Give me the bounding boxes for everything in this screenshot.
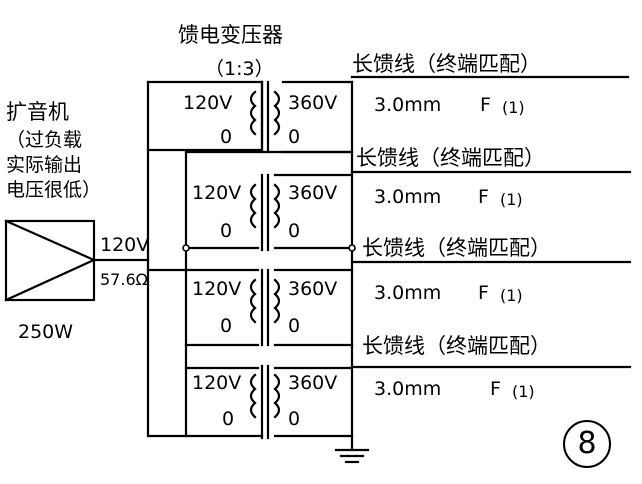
- t3-wire-size: 3.0mm: [374, 282, 442, 304]
- amplifier-label: 扩音机: [6, 100, 69, 124]
- t3-fuse-sub: (1): [500, 286, 523, 305]
- t1-fuse: F: [480, 94, 491, 116]
- amplifier-box: [4, 219, 96, 302]
- amplifier-output-voltage: 120V: [100, 234, 150, 256]
- transformer-3: [184, 246, 354, 347]
- t4-wire-size: 3.0mm: [374, 378, 442, 400]
- t1-secondary-bottom: 0: [288, 126, 301, 148]
- amplifier-power: 250W: [18, 321, 74, 343]
- diagram-title: 馈电变压器: [178, 23, 283, 47]
- t1-primary-bottom: 0: [220, 126, 233, 148]
- junction-dot-right: [348, 244, 356, 252]
- t2-primary-bottom: 0: [220, 220, 233, 242]
- t2-fuse: F: [478, 186, 489, 208]
- amplifier-box-diagonal-top: [4, 219, 96, 262]
- t4-primary-bottom: 0: [222, 408, 235, 430]
- t1-fuse-sub: (1): [502, 98, 525, 117]
- t3-secondary-bottom: 0: [288, 315, 301, 337]
- transformer-ratio: （1:3）: [205, 58, 274, 80]
- t2-fuse-sub: (1): [500, 190, 523, 209]
- t3-fuse: F: [478, 282, 489, 304]
- t3-primary-bottom: 0: [220, 315, 233, 337]
- transformer-1: [146, 80, 354, 154]
- amplifier-box-diagonal-bottom: [4, 258, 96, 302]
- amplifier-note-2: 实际输出: [6, 154, 83, 176]
- t4-primary-top: 120V: [192, 372, 242, 394]
- t4-fuse: F: [490, 378, 501, 400]
- transformer-2: [184, 80, 354, 272]
- t1-wire-size: 3.0mm: [374, 94, 442, 116]
- t2-secondary-top: 360V: [288, 182, 338, 204]
- t4-secondary-bottom: 0: [288, 408, 301, 430]
- t3-primary-top: 120V: [192, 278, 242, 300]
- transformer-4: [184, 343, 354, 440]
- amplifier-note-3: 电压很低）: [6, 179, 102, 201]
- t3-secondary-top: 360V: [288, 278, 338, 300]
- feeder-label-1: 长馈线（终端匹配）: [352, 52, 541, 76]
- feeder-label-3: 长馈线（终端匹配）: [362, 236, 551, 260]
- feeder-label-4: 长馈线（终端匹配）: [362, 334, 551, 358]
- t4-fuse-sub: (1): [512, 382, 535, 401]
- amplifier-note-1: （过负载: [6, 129, 83, 151]
- t2-wire-size: 3.0mm: [374, 186, 442, 208]
- figure-number: 8: [563, 420, 611, 468]
- amplifier-output-impedance: 57.6Ω: [100, 270, 148, 289]
- junction-dot-left: [182, 244, 190, 252]
- t1-secondary-top: 360V: [288, 92, 338, 114]
- feeder-label-2: 长馈线（终端匹配）: [356, 146, 545, 170]
- t4-secondary-top: 360V: [288, 372, 338, 394]
- t2-primary-top: 120V: [192, 182, 242, 204]
- t1-primary-top: 120V: [183, 92, 233, 114]
- t2-secondary-bottom: 0: [288, 220, 301, 242]
